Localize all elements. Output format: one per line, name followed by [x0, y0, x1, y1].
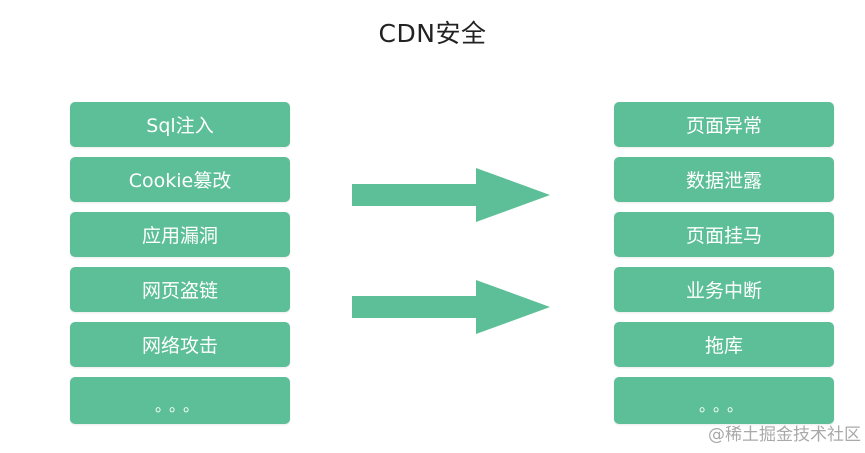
- consequence-box-trojan: 页面挂马: [614, 212, 834, 257]
- diagram-title: CDN安全: [378, 19, 487, 48]
- arrow-right-icon: [352, 280, 550, 334]
- consequence-box-more: 。。。: [614, 377, 834, 424]
- consequences-column: 页面异常 数据泄露 页面挂马 业务中断 拖库 。。。: [614, 102, 834, 434]
- threat-box-hotlinking: 网页盗链: [70, 267, 290, 312]
- watermark: @稀土掘金技术社区: [708, 425, 861, 445]
- arrow-right-icon: [352, 168, 550, 222]
- threat-box-network-attack: 网络攻击: [70, 322, 290, 367]
- threat-box-cookie-tampering: Cookie篡改: [70, 157, 290, 202]
- threats-column: Sql注入 Cookie篡改 应用漏洞 网页盗链 网络攻击 。。。: [70, 102, 290, 434]
- consequence-box-page-error: 页面异常: [614, 102, 834, 147]
- consequence-box-service-outage: 业务中断: [614, 267, 834, 312]
- threat-box-more: 。。。: [70, 377, 290, 424]
- threat-box-sql-injection: Sql注入: [70, 102, 290, 147]
- threat-box-app-vulnerability: 应用漏洞: [70, 212, 290, 257]
- consequence-box-db-dump: 拖库: [614, 322, 834, 367]
- consequence-box-data-leak: 数据泄露: [614, 157, 834, 202]
